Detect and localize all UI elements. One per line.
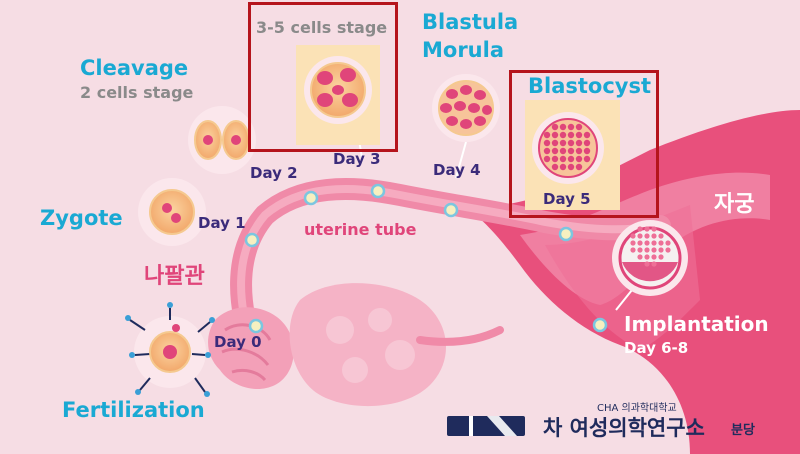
- two-cell-embryo: [188, 106, 256, 174]
- label-blastula: Blastula: [422, 10, 519, 34]
- label-zygote: Zygote: [40, 206, 123, 230]
- morula: [432, 74, 500, 142]
- label-day-2: Day 2: [250, 164, 298, 182]
- label-fertilization: Fertilization: [62, 398, 205, 422]
- label-day-6-8: Day 6-8: [624, 339, 689, 357]
- label-implantation: Implantation: [624, 312, 769, 336]
- highlight-box-3-5-cells: [248, 2, 398, 152]
- ovary: [289, 283, 447, 407]
- label-fallopian-tube-kr: 나팔관: [144, 264, 205, 289]
- path-dots: [244, 183, 608, 334]
- label-morula: Morula: [422, 38, 505, 62]
- logo-university: CHA 의과학대학교: [597, 403, 677, 414]
- logo-branch: 분당: [731, 423, 755, 438]
- highlight-box-blastocyst: [509, 70, 659, 218]
- label-uterus-kr: 자궁: [714, 192, 755, 217]
- logo-institute: 차 여성의학연구소: [543, 416, 705, 440]
- label-day-5: Day 5: [543, 190, 591, 208]
- blastocyst: [525, 100, 620, 210]
- label-3-5-cells-stage: 3-5 cells stage: [256, 18, 388, 37]
- label-day-1: Day 1: [198, 214, 246, 232]
- label-day-4: Day 4: [433, 161, 481, 179]
- implantation-embryo: [612, 220, 688, 296]
- label-blastocyst: Blastocyst: [528, 74, 652, 98]
- three-to-five-cell-embryo: [296, 45, 380, 145]
- fertilization-cell: [125, 302, 215, 397]
- zygote-cell: [138, 178, 206, 246]
- label-day-3: Day 3: [333, 150, 381, 168]
- cha-logo-mark: [447, 416, 525, 436]
- label-day-0: Day 0: [214, 333, 262, 351]
- label-2-cells-stage: 2 cells stage: [80, 83, 194, 102]
- cha-institute-logo: CHA 의과학대학교 차 여성의학연구소 분당: [447, 404, 797, 450]
- label-uterine-tube: uterine tube: [304, 220, 417, 239]
- label-cleavage: Cleavage: [80, 56, 189, 80]
